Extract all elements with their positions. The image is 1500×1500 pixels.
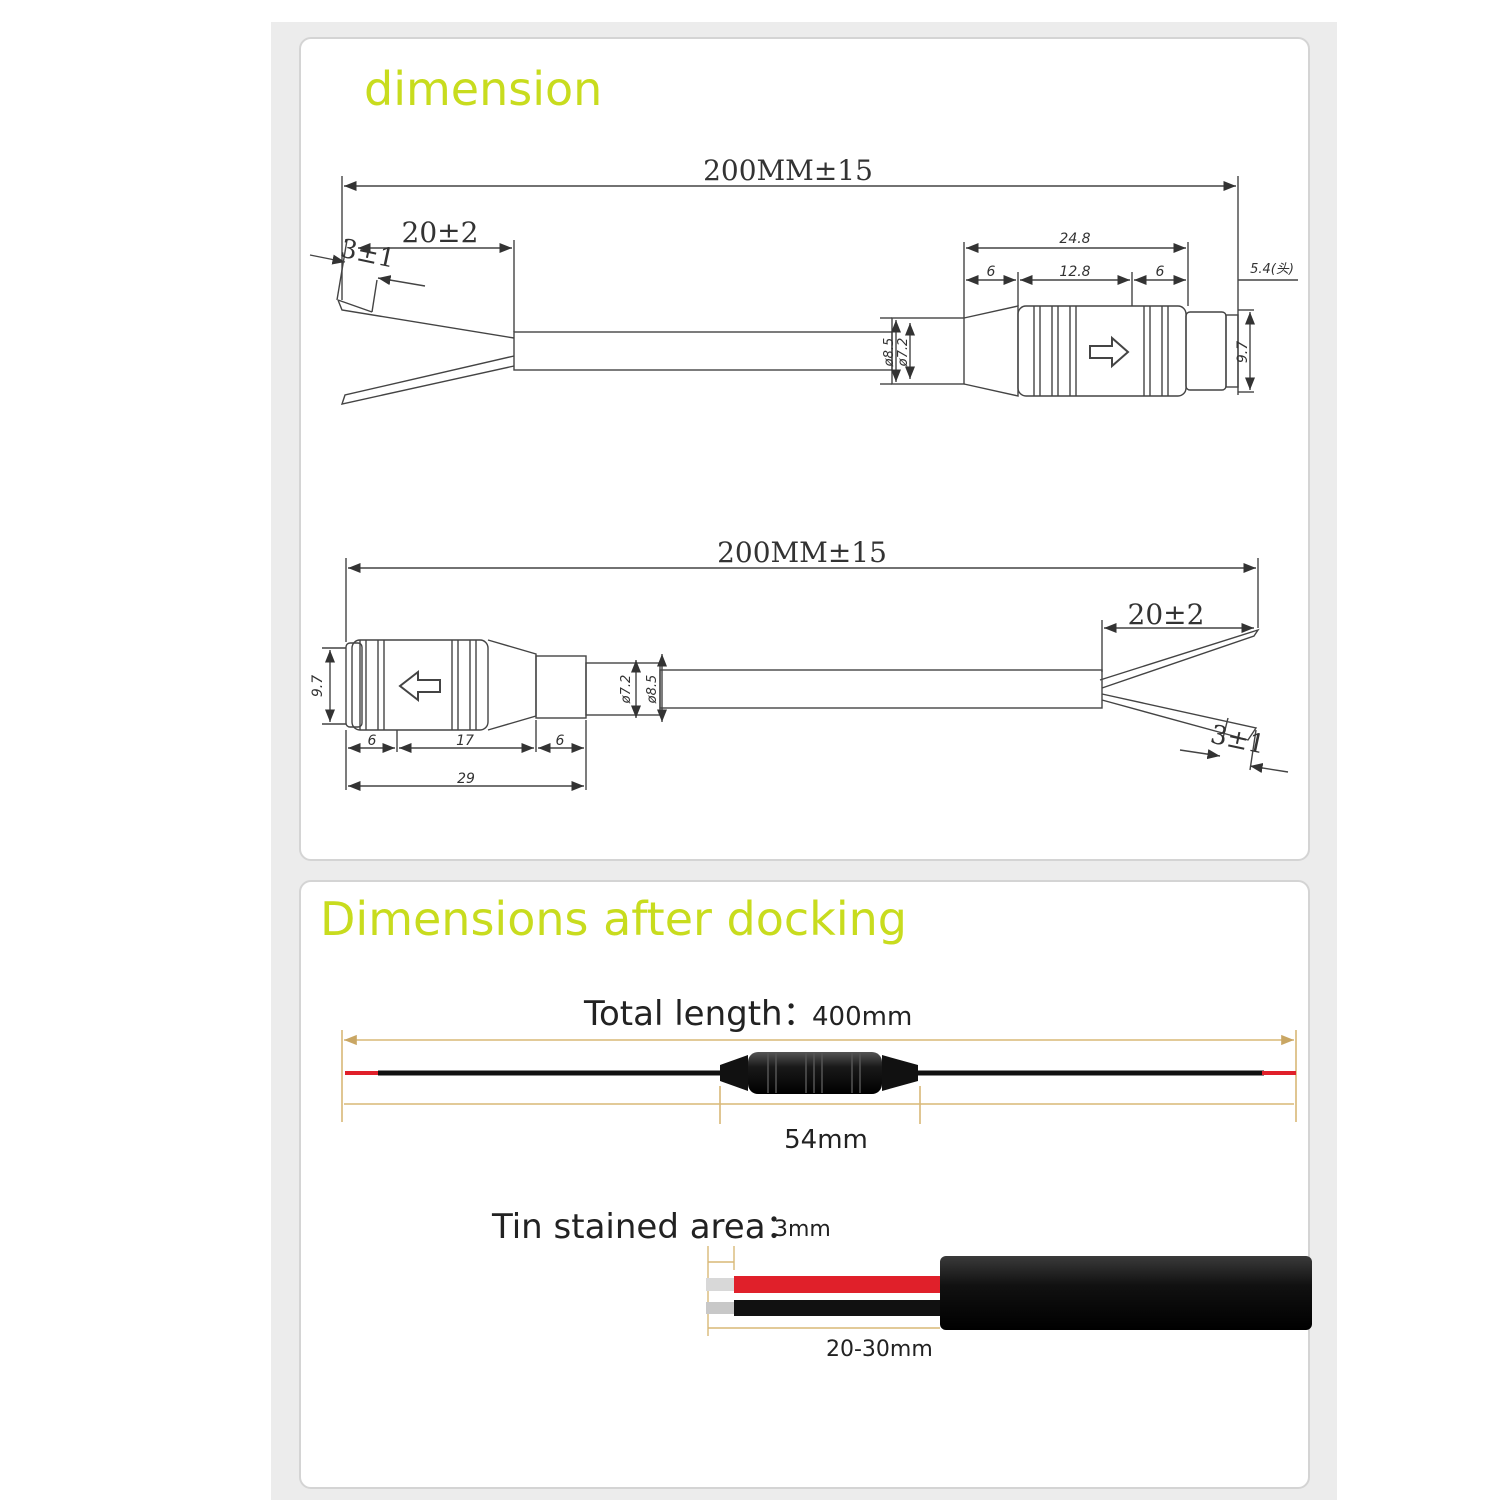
seg-mid-a: 12.8 [1059,264,1090,280]
seg-mid-b: 17 [456,733,474,749]
inner-dia-a: ø7.2 [896,338,911,368]
seg-left-a: 6 [987,264,996,280]
docking-dimensions [341,1030,1297,1124]
outer-dia-a: ø8.5 [882,338,897,368]
outer-dia-b: ø8.5 [645,675,660,705]
height-b: 9.7 [310,675,326,697]
strip-length-value: 20-30mm [826,1337,933,1362]
height-a: 9.7 [1235,341,1251,363]
cable-b [659,669,1103,709]
connector-total-b: 29 [457,771,475,787]
tin-area-value: 3mm [774,1217,831,1242]
docking-heading: Dimensions after docking [320,892,907,946]
cable-a [513,331,893,371]
strip-length-b: 20±2 [1128,598,1205,631]
connector-total-a: 24.8 [1059,231,1090,247]
tin-length-a: 3±1 [338,234,398,275]
stripped-cable-detail [706,1256,1312,1330]
tin-length-b: 3±1 [1208,720,1268,761]
seg-right-a: 6 [1156,264,1165,280]
drawing-a [309,176,1298,405]
docking-panel [299,880,1310,1489]
dimension-panel [299,37,1310,861]
tip-length-a: 5.4(头) [1250,262,1294,277]
connector-length-value: 54mm [784,1125,868,1155]
total-length-a: 200MM±15 [703,154,873,187]
seg-left-b: 6 [368,733,377,749]
total-length-label: Total length： [583,994,817,1034]
total-length-value: 400mm [812,1002,912,1032]
tin-area-label: Tin stained area： [491,1207,800,1247]
inner-dia-b: ø7.2 [619,675,634,705]
drawing-b [322,558,1289,792]
seg-right-b: 6 [556,733,565,749]
dimension-heading: dimension [364,62,603,116]
total-length-b: 200MM±15 [717,536,887,569]
docked-connector [720,1052,918,1094]
strip-length-a: 20±2 [402,216,479,249]
